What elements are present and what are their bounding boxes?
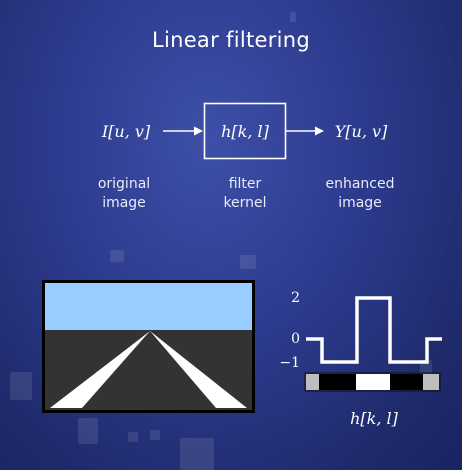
- y-tick-minus1: −1: [279, 355, 300, 371]
- kernel-strip-cell: [306, 374, 319, 390]
- road-image-frame: [42, 280, 255, 413]
- kernel-strip-cell: [319, 374, 356, 390]
- arrow-right-icon: [315, 126, 324, 136]
- background-glow: [420, 360, 432, 382]
- output-signal-label: Y[u, v]: [334, 122, 388, 141]
- road-lane-right: [150, 331, 247, 408]
- kernel-label: h[k, l]: [221, 122, 269, 141]
- kernel-plot-label: h[k, l]: [350, 409, 398, 428]
- kernel-strip-cell: [356, 374, 390, 390]
- input-signal-label: I[u, v]: [101, 122, 151, 141]
- y-tick-0: 0: [291, 331, 300, 347]
- background-glow: [10, 372, 32, 400]
- road-image-ground: [44, 330, 253, 411]
- background-glow: [128, 432, 138, 442]
- background-glow: [180, 438, 214, 470]
- background-glow: [78, 418, 98, 444]
- background-glow: [290, 12, 296, 22]
- background-glow: [240, 255, 256, 269]
- page-title: Linear filtering: [151, 28, 311, 52]
- y-tick-2: 2: [291, 290, 300, 306]
- road-image-sky: [44, 282, 253, 330]
- arrow-right-icon: [194, 126, 203, 136]
- kernel-step-line: [306, 296, 442, 364]
- background-glow: [150, 430, 160, 440]
- kernel-strip-cell: [390, 374, 423, 390]
- background-glow: [110, 250, 124, 262]
- road-lane-left: [50, 331, 150, 408]
